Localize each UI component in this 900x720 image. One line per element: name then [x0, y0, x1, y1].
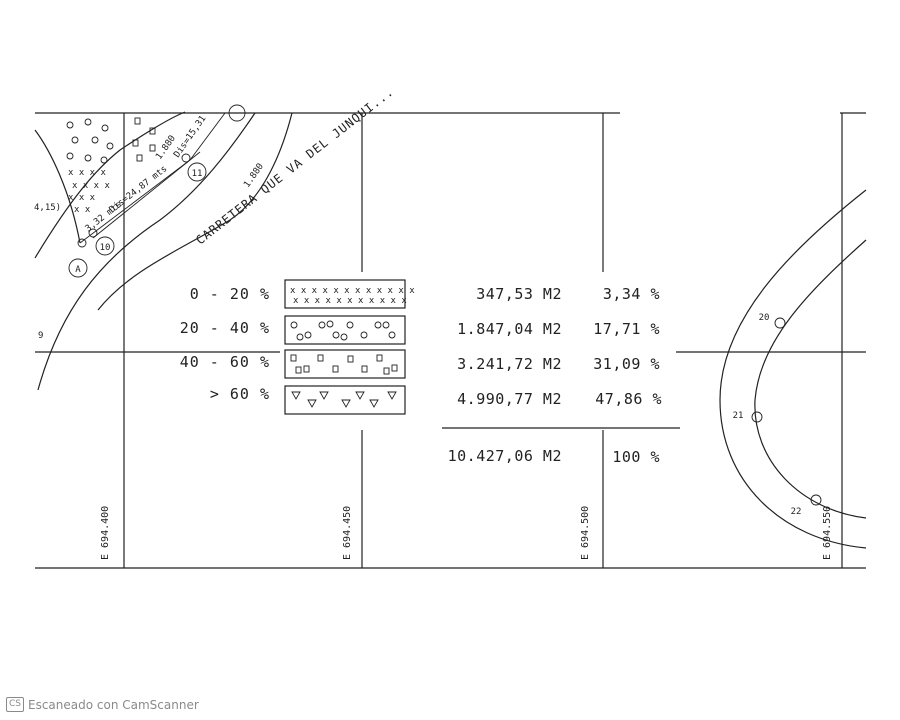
- pattern-box-triangles: [284, 385, 406, 415]
- scanner-footer-text: Escaneado con CamScanner: [28, 697, 199, 712]
- survey-points: [68, 104, 822, 506]
- coord-label-3: E 694.500: [580, 506, 591, 560]
- svg-text:x x x x: x x x x: [68, 168, 107, 178]
- road-label: CARRETERA QUE VA DEL JUNQUI...: [193, 84, 396, 247]
- parcel-boundary-line-2: [189, 112, 226, 161]
- legend-area-3: 3.241,72 M2: [457, 355, 562, 373]
- legend-area-1: 347,53 M2: [476, 285, 562, 303]
- point-label-20: 20: [759, 313, 770, 323]
- pattern-box-circles: [284, 315, 406, 345]
- point-label-22: 22: [791, 507, 802, 517]
- right-road-inner: [754, 239, 867, 519]
- legend-percent-2: 17,71 %: [593, 320, 660, 338]
- parcel-boundary-line: [79, 159, 191, 244]
- point-label-9: 9: [38, 331, 43, 341]
- legend-total-percent: 100 %: [612, 448, 660, 466]
- pattern-box-squares: [284, 349, 406, 379]
- svg-text:x x x: x x x: [68, 193, 96, 203]
- road-edge-curve: [37, 112, 256, 391]
- svg-text:x x: x x: [74, 205, 91, 215]
- legend-patterns: x x x x x x x x x x x x x x x x x x x x …: [284, 279, 415, 415]
- coordinate-labels: E 694.400 E 694.450 E 694.500 E 694.550: [100, 506, 833, 560]
- svg-text:x x x x x x x x x x x: x x x x x x x x x x x: [293, 296, 407, 306]
- dimension-line: [92, 151, 201, 239]
- coord-label-4: E 694.550: [822, 506, 833, 560]
- legend-values: 347,53 M2 1.847,04 M2 3.241,72 M2 4.990,…: [448, 285, 662, 466]
- legend-range-3: 40 - 60 %: [180, 353, 270, 371]
- map-labels: CARRETERA QUE VA DEL JUNQUI... 1.880 1.8…: [34, 84, 801, 517]
- road-edge-curve-2: [97, 112, 293, 311]
- contour-curve: [34, 111, 186, 259]
- legend-range-2: 20 - 40 %: [180, 319, 270, 337]
- dim-label-3: Dis=15,31: [172, 114, 208, 160]
- legend-total-area: 10.427,06 M2: [448, 447, 562, 465]
- legend-ranges: 0 - 20 % 20 - 40 % 40 - 60 % > 60 %: [180, 285, 270, 403]
- legend-percent-3: 31,09 %: [593, 355, 660, 373]
- point-label-a: A: [75, 265, 81, 275]
- point-label-415: 4,15): [34, 203, 61, 213]
- scanner-footer: CS Escaneado con CamScanner: [6, 697, 199, 712]
- right-road-outer: [719, 189, 867, 549]
- coord-label-1: E 694.400: [100, 506, 111, 560]
- point-label-21: 21: [733, 411, 744, 421]
- road-contours: [34, 111, 293, 391]
- parcel-edge: [34, 129, 81, 244]
- legend-percent-4: 47,86 %: [595, 390, 662, 408]
- dim-label-2: Dis=24,87 mts: [108, 164, 170, 215]
- grid-lines: [35, 112, 866, 569]
- contour-label-2: 1.880: [154, 134, 178, 162]
- right-road-curves: [719, 189, 867, 549]
- legend-area-4: 4.990,77 M2: [457, 390, 562, 408]
- legend-range-1: 0 - 20 %: [190, 285, 270, 303]
- legend-range-4: > 60 %: [210, 385, 270, 403]
- point-label-10: 10: [100, 243, 111, 253]
- camscanner-logo-icon: CS: [6, 697, 24, 712]
- pattern-box-x-marks: [284, 279, 406, 309]
- coord-label-2: E 694.450: [342, 506, 353, 560]
- svg-text:x x x x: x x x x: [72, 181, 111, 191]
- parcel-hatching: [66, 117, 156, 164]
- legend-area-2: 1.847,04 M2: [457, 320, 562, 338]
- svg-text:x x x x x x x x x x x x: x x x x x x x x x x x x: [290, 286, 415, 296]
- legend-percent-1: 3,34 %: [603, 285, 660, 303]
- parcel-x-marks: x x x x x x x x x x x x x: [68, 168, 111, 215]
- point-label-11: 11: [192, 169, 203, 179]
